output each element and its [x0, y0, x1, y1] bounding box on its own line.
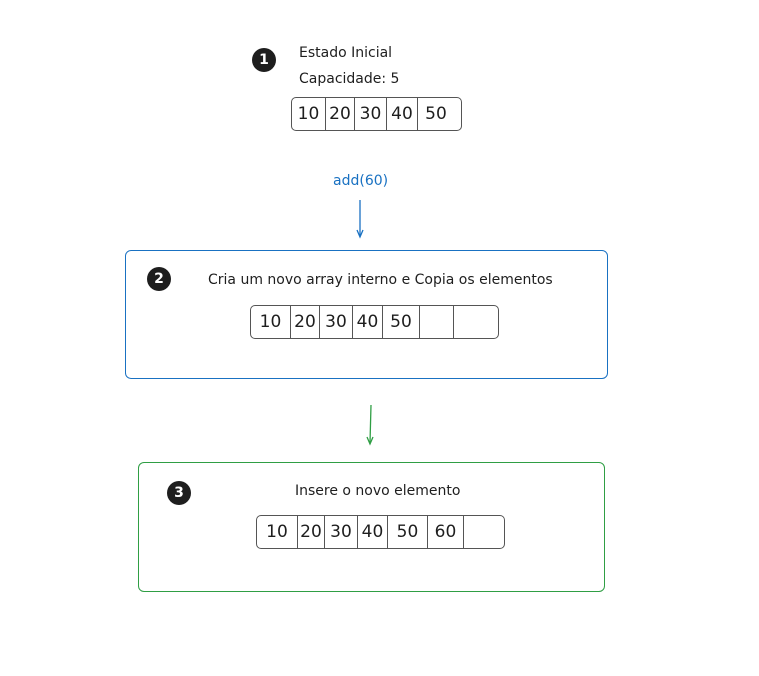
array-cell: 10 [251, 306, 291, 338]
array-cell: 30 [320, 306, 353, 338]
array-cell: 30 [355, 98, 387, 130]
arrow-add-to-step2 [356, 200, 364, 239]
step3-number-badge: 3 [167, 481, 191, 505]
step1-title: Estado Inicial [299, 45, 393, 61]
array-cell: 20 [291, 306, 320, 338]
step2-panel: 2 Cria um novo array interno e Copia os … [125, 250, 608, 379]
operation-label: add(60) [333, 173, 389, 189]
array-cell: 10 [292, 98, 326, 130]
array-cell: 20 [298, 516, 325, 548]
array-cell: 10 [257, 516, 298, 548]
arrow-step2-to-step3 [366, 404, 374, 446]
array-cell: 40 [387, 98, 418, 130]
step1-number-badge: 1 [252, 48, 276, 72]
step3-caption: Insere o novo elemento [295, 483, 461, 499]
array-cell: 20 [326, 98, 355, 130]
array-cell: 40 [358, 516, 388, 548]
array-cell: 50 [383, 306, 420, 338]
step1-capacity: Capacidade: 5 [299, 71, 400, 87]
array-cell: 30 [325, 516, 358, 548]
array-cell [420, 306, 454, 338]
array-cell [454, 306, 491, 338]
array-cell [464, 516, 497, 548]
step2-number-badge: 2 [147, 267, 171, 291]
array-cell: 50 [388, 516, 428, 548]
step2-caption: Cria um novo array interno e Copia os el… [208, 272, 553, 288]
array-cell: 50 [425, 104, 447, 124]
array-cell: 60 [428, 516, 464, 548]
array-cell: 40 [353, 306, 383, 338]
